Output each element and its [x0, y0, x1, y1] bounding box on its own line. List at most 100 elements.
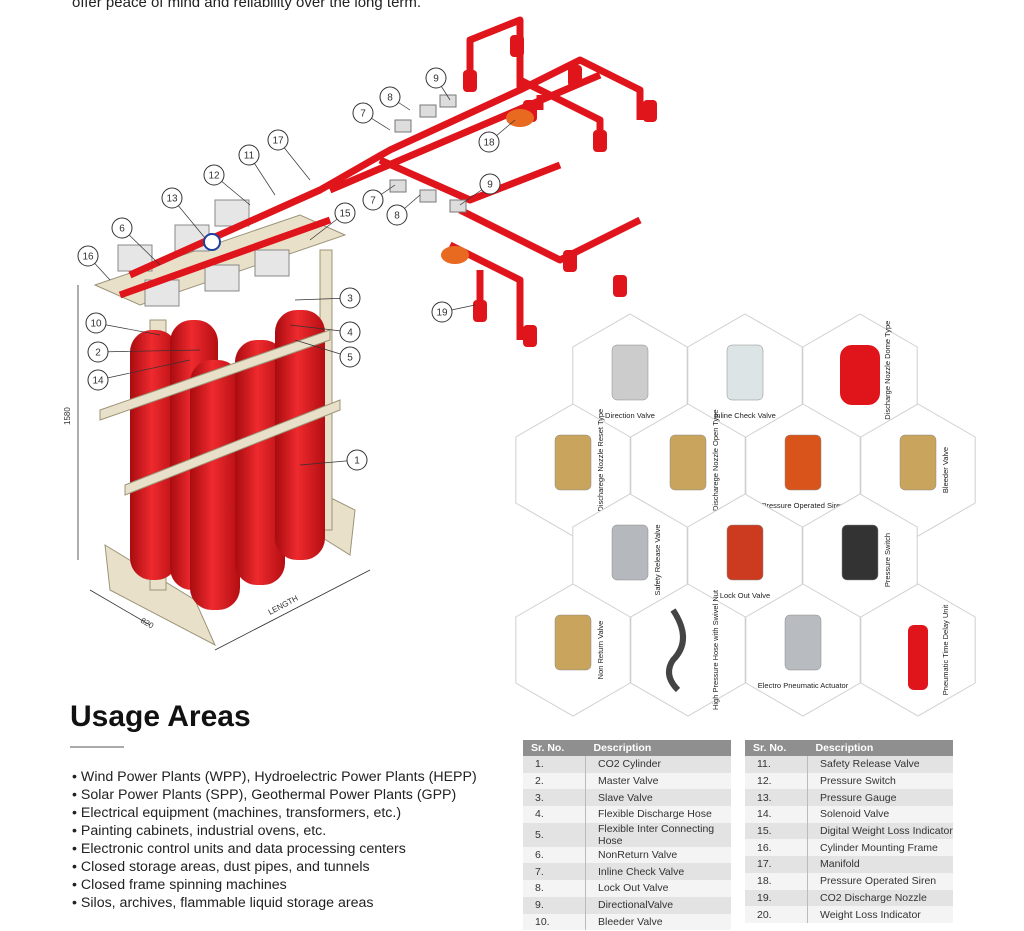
part-number: 11. [745, 756, 808, 773]
weight-loss-indicator [204, 264, 240, 292]
table-row: 20.Weight Loss Indicator [745, 906, 953, 923]
co2-cylinder [190, 360, 240, 610]
table-row: 17.Manifold [745, 856, 953, 873]
manifold-pipe [378, 156, 562, 204]
callout-circle [431, 301, 453, 323]
part-number: 20. [745, 906, 808, 923]
manifold-pipe [518, 56, 644, 120]
part-number: 6. [523, 846, 586, 864]
callout-number: 9 [487, 180, 493, 191]
callout-circle [334, 202, 356, 224]
part-number: 10. [523, 913, 586, 931]
component-label: Safety Release Valve [653, 524, 662, 595]
part-description: Safety Release Valve [807, 756, 953, 773]
table-row: 14.Solenoid Valve [745, 806, 953, 823]
component-tile: CO 2 Discharge Nozzle Dome Type [802, 313, 918, 447]
component-label: Inline Check Valve [714, 411, 776, 420]
valve [389, 179, 407, 193]
part-number: 18. [745, 872, 808, 890]
dimension-length: LENGTH [267, 593, 300, 616]
table-row: 10.Bleeder Valve [523, 913, 731, 931]
pressure-gauge [203, 233, 221, 251]
part-description: CO2 Cylinder [585, 756, 731, 773]
component-image [554, 434, 592, 491]
part-number: 5. [523, 822, 586, 847]
valve [449, 199, 467, 213]
manifold-pipe [458, 206, 642, 264]
header-description: Description [585, 740, 731, 756]
callout-circle [339, 346, 361, 368]
component-image [554, 614, 592, 671]
valve [394, 119, 412, 133]
valve [439, 94, 457, 108]
callout-circle [339, 321, 361, 343]
part-number: 3. [523, 789, 586, 807]
callout-number: 4 [347, 328, 353, 339]
part-number: 16. [745, 839, 808, 857]
part-description: Master Valve [585, 772, 731, 790]
co2-discharge-nozzle [510, 35, 524, 57]
manifold-pipe [448, 241, 524, 340]
frame-rail [99, 329, 331, 421]
callout-leader [95, 322, 161, 336]
component-label: CO 2 Discharege Nozzle Reset Type [596, 409, 605, 531]
callout-circle [362, 189, 384, 211]
weight-loss-indicator [117, 244, 153, 272]
table-row: 13.Pressure Gauge [745, 789, 953, 807]
pressure-operated-siren [506, 109, 534, 127]
table-row: 12.Pressure Switch [745, 772, 953, 790]
part-number: 2. [523, 772, 586, 790]
valve [419, 189, 437, 203]
component-tile: CO 2 Discharege Nozzle Open Type [630, 403, 746, 537]
dimension-line [214, 569, 371, 651]
usage-item: Closed storage areas, dust pipes, and tu… [72, 858, 477, 876]
component-label: CO 2 Discharge Nozzle Dome Type [883, 321, 892, 440]
component-tile: Electro Pneumatic Actuator [745, 583, 861, 717]
component-image [784, 614, 822, 671]
part-number: 15. [745, 822, 808, 840]
header-description: Description [807, 740, 953, 756]
part-description: Lock Out Valve [585, 880, 731, 897]
component-label: Pneumatic Time Delay Unit [941, 604, 950, 695]
co2-discharge-nozzle [563, 250, 577, 272]
component-tile: Lock Out Valve [687, 493, 803, 627]
usage-item: Painting cabinets, industrial ovens, etc… [72, 822, 477, 840]
header-sr-no: Sr. No. [523, 740, 586, 756]
component-tile: CO 2 Discharege Nozzle Reset Type [515, 403, 631, 537]
callout-number: 6 [119, 224, 125, 235]
callout-number: 7 [360, 109, 366, 120]
component-tile: Bleeder Valve [860, 403, 976, 537]
usage-item: Wind Power Plants (WPP), Hydroelectric P… [72, 768, 477, 786]
callout-number: 17 [272, 136, 284, 147]
callout-circle [379, 86, 401, 108]
callout-number: 8 [387, 93, 393, 104]
callout-circle [339, 287, 361, 309]
part-number: 12. [745, 772, 808, 790]
callout-circle [267, 129, 289, 151]
component-tile: High Pressure Hose with Swivel Nut [630, 583, 746, 717]
usage-item: Electronic control units and data proces… [72, 840, 477, 858]
component-image [784, 434, 822, 491]
co2-discharge-nozzle [568, 65, 582, 87]
pressure-operated-siren [441, 246, 469, 264]
table-row: 6.NonReturn Valve [523, 846, 731, 864]
component-image [611, 524, 649, 581]
part-description: Flexible Discharge Hose [585, 806, 731, 823]
part-description: Manifold [807, 856, 953, 873]
component-image [840, 345, 880, 405]
part-description: DirectionalValve [585, 896, 731, 914]
table-row: 15.Digital Weight Loss Indicator [745, 822, 953, 840]
table-row: 9.DirectionalValve [523, 896, 731, 914]
component-image [666, 608, 686, 693]
component-image [611, 344, 649, 401]
part-description: Flexible Inter Connecting Hose [585, 822, 731, 847]
component-label: Pressure Switch [883, 533, 892, 587]
dimension-line [89, 589, 151, 626]
callout-number: 9 [433, 74, 439, 85]
dimension-depth: 820 [139, 616, 156, 631]
table-row: 5.Flexible Inter Connecting Hose [523, 822, 731, 847]
